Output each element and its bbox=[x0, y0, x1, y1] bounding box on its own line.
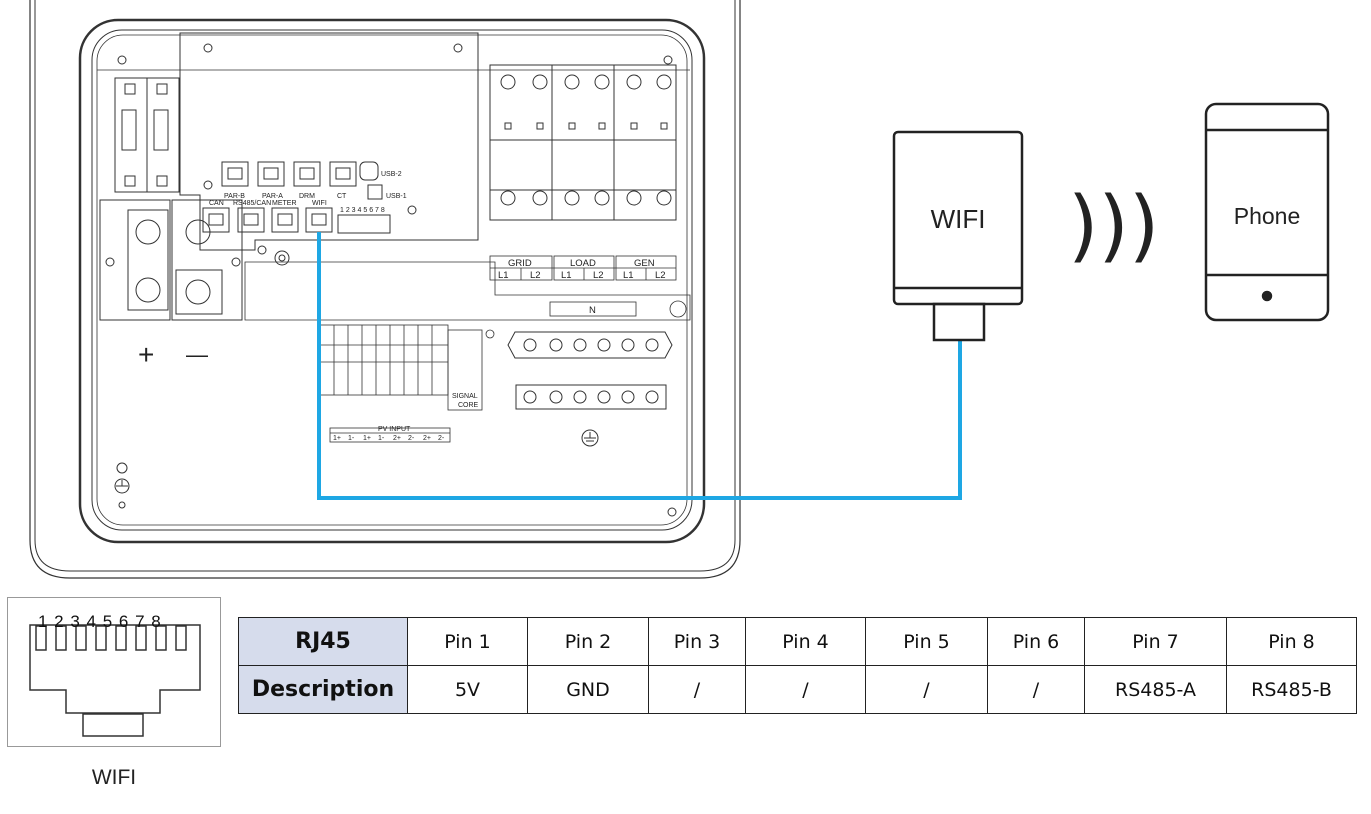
table-header-pin-5: Pin 5 bbox=[865, 617, 988, 666]
grid-label: GRID bbox=[508, 258, 532, 269]
inverter-housing bbox=[29, 0, 741, 579]
pv-terminal-labels: 1+ 1- 1+ 1- 2+ 2- 2+ 2- bbox=[333, 435, 445, 442]
rj45-pin-table: RJ45 Pin 1 Pin 2 Pin 3 Pin 4 Pin 5 Pin 6… bbox=[238, 617, 1357, 714]
usb-1-label: USB-1 bbox=[386, 193, 407, 200]
grid-l2-label: L2 bbox=[530, 270, 541, 281]
table-cell-pin-5: / bbox=[865, 665, 988, 714]
battery-breaker bbox=[99, 77, 243, 321]
port-label-wifi: WIFI bbox=[312, 200, 327, 207]
battery-plus-label: + bbox=[138, 339, 154, 370]
gen-l1-label: L1 bbox=[623, 270, 634, 281]
table-cell-pin-7: RS485-A bbox=[1084, 665, 1227, 714]
table-header-pin-2: Pin 2 bbox=[527, 617, 649, 666]
table-header-pin-7: Pin 7 bbox=[1084, 617, 1227, 666]
wifi-cable bbox=[317, 232, 962, 500]
load-l2-label: L2 bbox=[593, 270, 604, 281]
core-label: CORE bbox=[458, 402, 479, 409]
pv-terminal-6: 2- bbox=[408, 435, 415, 442]
table-cell-pin-2: GND bbox=[527, 665, 649, 714]
terminal-numbers: 1 2 3 4 5 6 7 8 bbox=[340, 207, 385, 214]
ground-bar bbox=[515, 384, 667, 447]
pv-terminal-1: 1+ bbox=[333, 435, 341, 442]
rj45-connector-face bbox=[29, 624, 201, 737]
table-cell-pin-4: / bbox=[745, 665, 866, 714]
table-header-pin-6: Pin 6 bbox=[987, 617, 1085, 666]
table-cell-pin-6: / bbox=[987, 665, 1085, 714]
table-header-pin-4: Pin 4 bbox=[745, 617, 866, 666]
table-header-description: Description bbox=[238, 665, 408, 714]
neutral-label: N bbox=[589, 305, 596, 316]
wifi-module bbox=[892, 130, 1024, 342]
rj45-ports bbox=[202, 161, 391, 234]
table-cell-pin-1: 5V bbox=[407, 665, 528, 714]
port-label-meter: METER bbox=[272, 200, 297, 207]
table-header-pin-3: Pin 3 bbox=[648, 617, 746, 666]
table-header-pin-8: Pin 8 bbox=[1226, 617, 1357, 666]
pv-input-label: PV INPUT bbox=[378, 426, 411, 433]
pv-terminal-7: 2+ bbox=[423, 435, 431, 442]
wifi-module-label: WIFI bbox=[931, 204, 986, 234]
pv-terminal-2: 1- bbox=[348, 435, 355, 442]
usb-2-label: USB-2 bbox=[381, 171, 402, 178]
ac-breakers bbox=[489, 64, 677, 221]
connector-label: WIFI bbox=[91, 766, 137, 789]
table-header-rj45: RJ45 bbox=[238, 617, 408, 666]
signal-label: SIGNAL bbox=[452, 393, 478, 400]
port-label-rs485-can: RS485/CAN bbox=[233, 200, 271, 207]
port-label-par-a: PAR-A bbox=[262, 193, 283, 200]
pv-terminal-3: 1+ bbox=[363, 435, 371, 442]
gen-label: GEN bbox=[634, 258, 655, 269]
pv-terminal-5: 2+ bbox=[393, 435, 401, 442]
port-label-drm: DRM bbox=[299, 193, 315, 200]
pv-terminal-block bbox=[317, 324, 495, 443]
table-header-pin-1: Pin 1 bbox=[407, 617, 528, 666]
wireless-signal-icon: ))) bbox=[1068, 181, 1159, 271]
port-label-ct: CT bbox=[337, 193, 347, 200]
pv-terminal-4: 1- bbox=[378, 435, 385, 442]
port-label-can: CAN bbox=[209, 200, 224, 207]
phone-icon bbox=[1204, 102, 1330, 322]
port-labels: PAR-B PAR-A DRM CT CAN RS485/CAN METER W… bbox=[209, 171, 407, 214]
table-row: RJ45 Pin 1 Pin 2 Pin 3 Pin 4 Pin 5 Pin 6… bbox=[238, 617, 1357, 666]
table-cell-pin-8: RS485-B bbox=[1226, 665, 1357, 714]
load-label: LOAD bbox=[570, 258, 596, 269]
grid-l1-label: L1 bbox=[498, 270, 509, 281]
breaker-labels bbox=[489, 255, 687, 318]
port-label-par-b: PAR-B bbox=[224, 193, 245, 200]
load-l1-label: L1 bbox=[561, 270, 572, 281]
neutral-bar bbox=[507, 331, 673, 359]
control-board bbox=[179, 32, 691, 321]
table-cell-pin-3: / bbox=[648, 665, 746, 714]
phone-label: Phone bbox=[1234, 203, 1301, 229]
rj45-connector-box bbox=[7, 597, 221, 747]
battery-minus-label: — bbox=[186, 342, 208, 367]
table-row: Description 5V GND / / / / RS485-A RS485… bbox=[238, 665, 1357, 714]
ground-screw bbox=[114, 462, 130, 509]
pv-terminal-8: 2- bbox=[438, 435, 445, 442]
gen-l2-label: L2 bbox=[655, 270, 666, 281]
connector-pin-numbers: 1 2 3 4 5 6 7 8 bbox=[38, 612, 162, 631]
